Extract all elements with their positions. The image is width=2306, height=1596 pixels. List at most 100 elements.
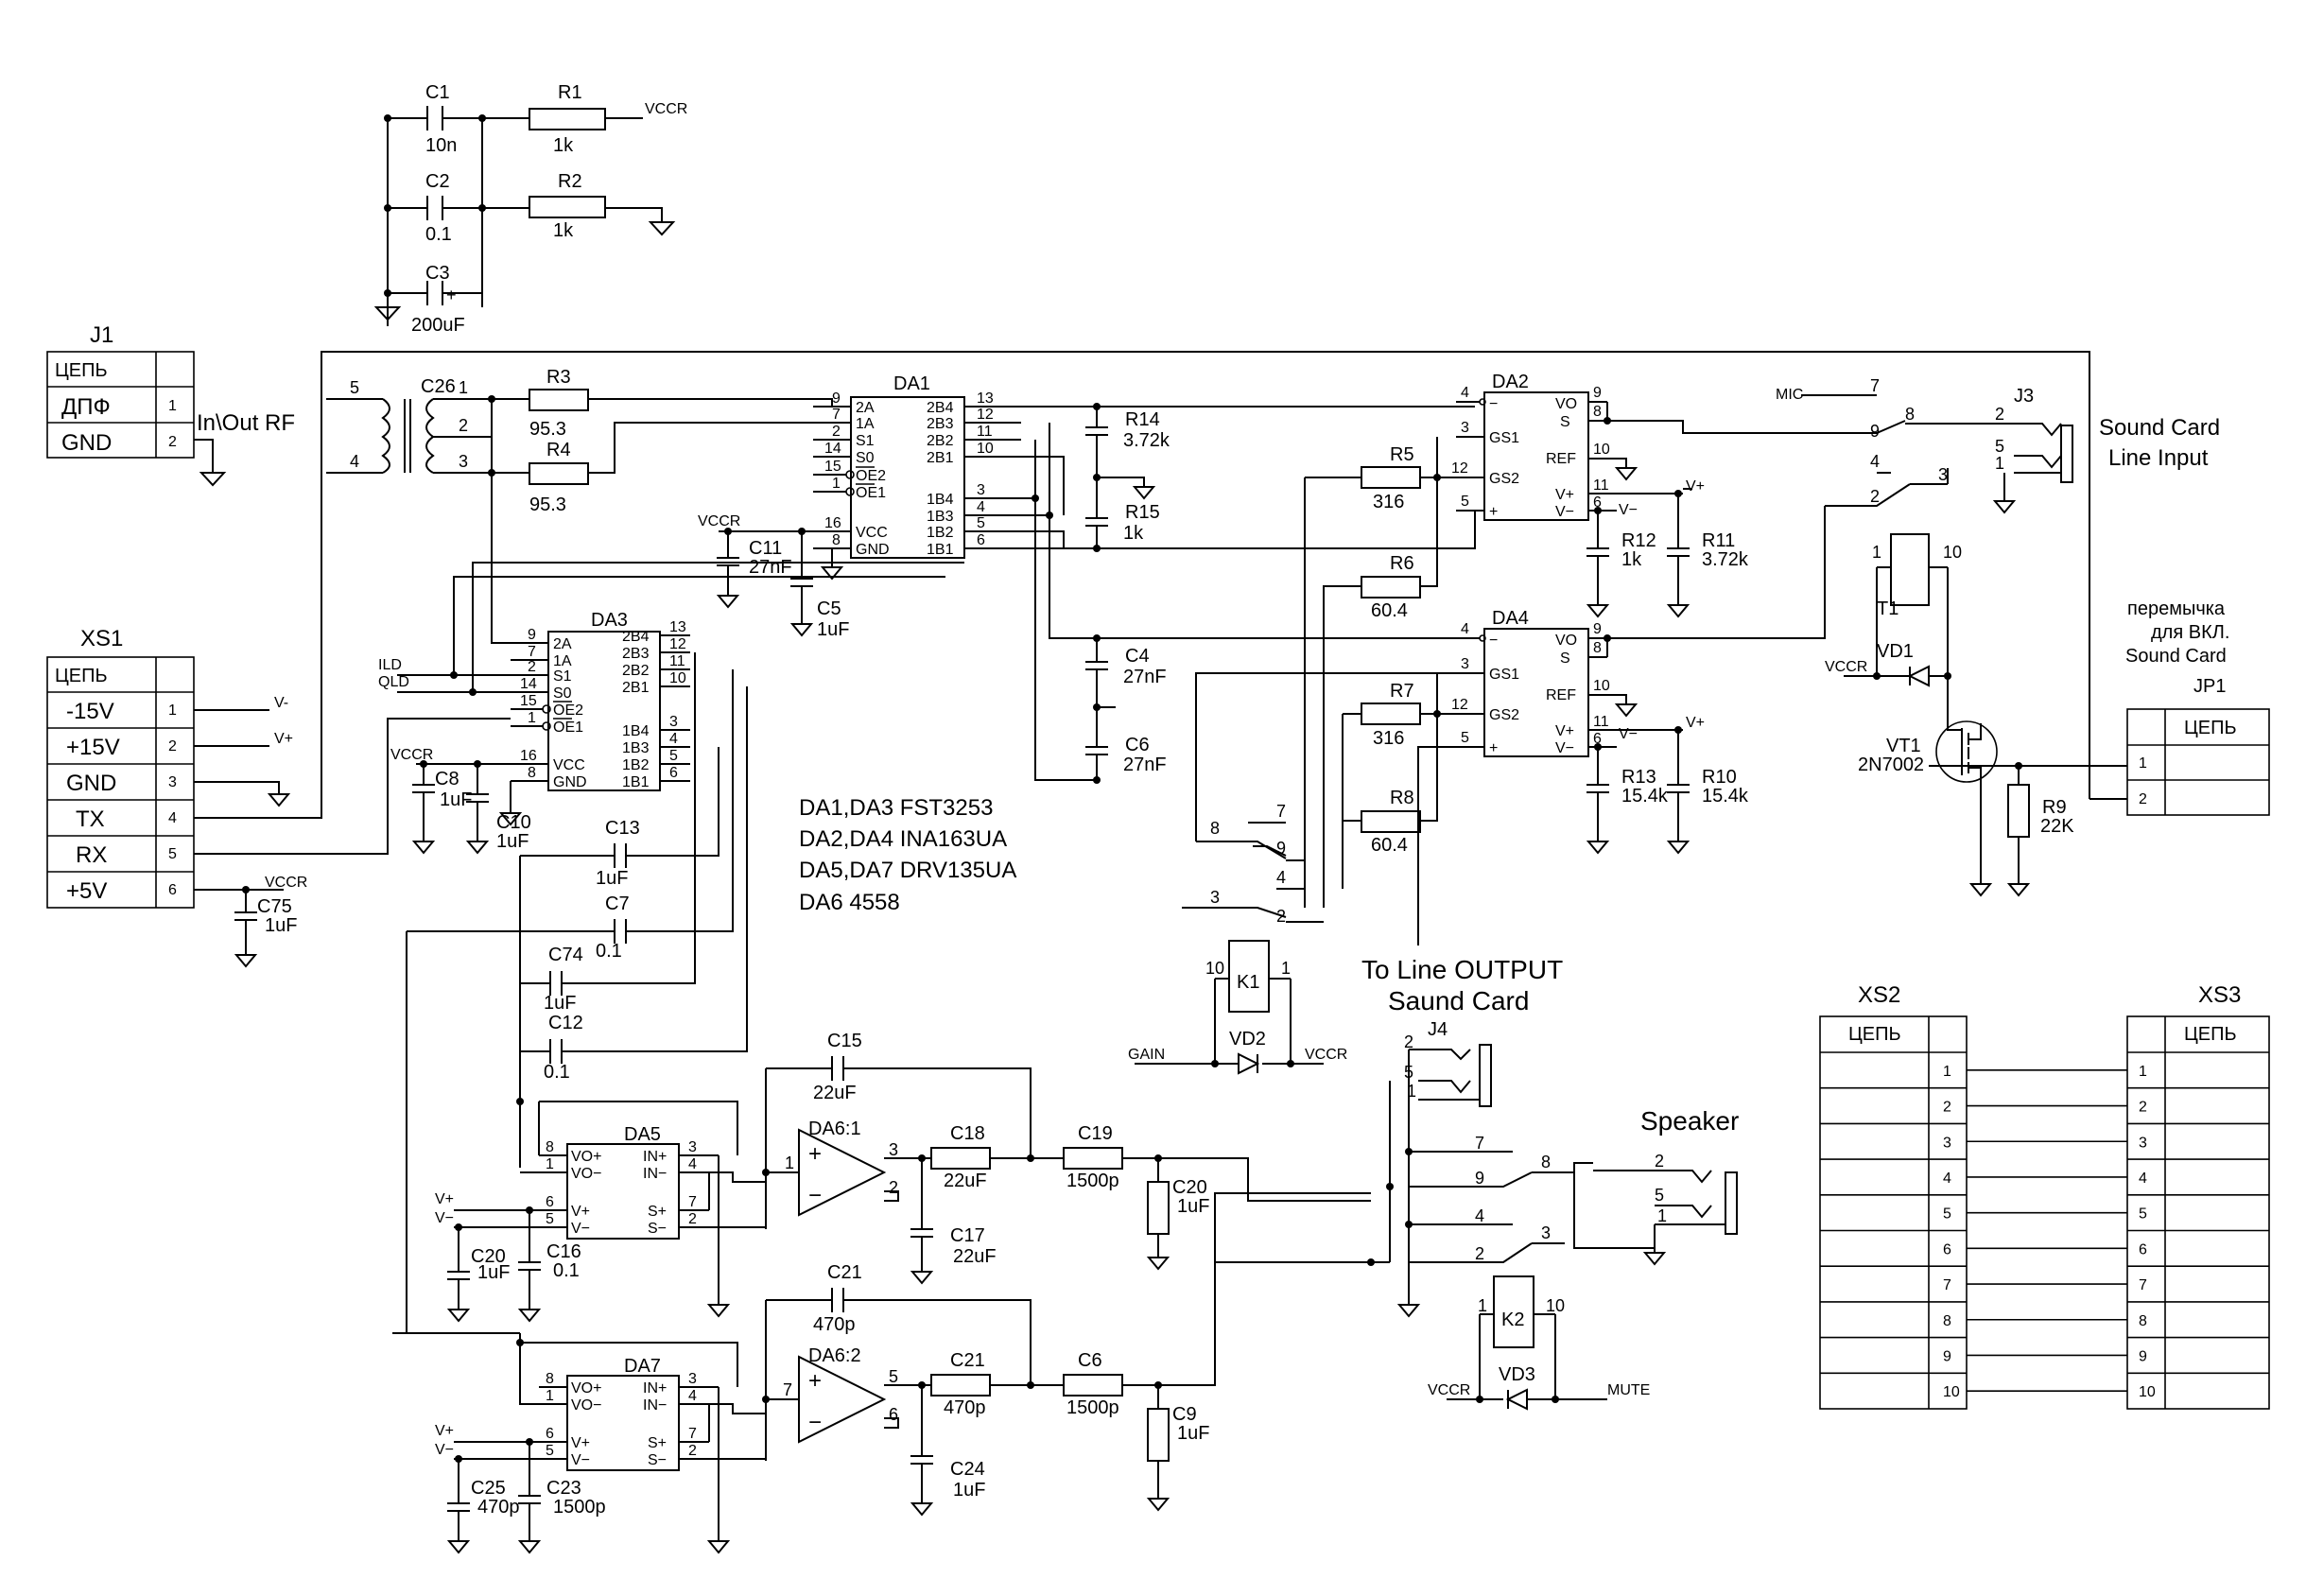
svg-text:3: 3	[688, 1139, 697, 1155]
svg-text:4: 4	[1461, 385, 1469, 401]
svg-text:2B1: 2B1	[622, 680, 650, 696]
c1-value: 10n	[425, 135, 457, 156]
svg-text:1: 1	[1657, 1206, 1667, 1225]
c13-value: 15.4k	[1621, 786, 1669, 807]
svg-text:OE2: OE2	[553, 703, 583, 719]
svg-text:V+: V+	[1686, 715, 1705, 731]
c4-value: 3.72k	[1123, 430, 1170, 451]
r10-label: C18	[950, 1123, 985, 1144]
c24-label: C23	[546, 1478, 581, 1499]
svg-text:+: +	[446, 286, 457, 304]
svg-text:2A: 2A	[553, 636, 572, 652]
xs1-row5: RX	[76, 842, 107, 868]
r10-value: 22uF	[944, 1171, 987, 1191]
svg-text:S1: S1	[553, 668, 572, 685]
svg-text:V−: V−	[571, 1221, 590, 1237]
svg-text:2: 2	[832, 424, 841, 440]
r14-label: C6	[1078, 1350, 1102, 1371]
legend-line-4: DA6 4558	[799, 890, 900, 915]
c23-value: 470p	[813, 1314, 856, 1335]
c6-label: R15	[1125, 502, 1160, 523]
j1-connector: J1 ЦЕПЬ ДПФ 1 GND 2 In\Out RF	[46, 322, 295, 487]
r6-value: 60.4	[1371, 600, 1408, 621]
jp1-connector: перемычка для ВКЛ. Sound Card JP1 ЦЕПЬ 1…	[321, 351, 2270, 816]
svg-text:10: 10	[977, 441, 994, 457]
c3-value: 200uF	[411, 315, 465, 336]
c25-label: C24	[950, 1459, 985, 1480]
legend-line-2: DA2,DA4 INA163UA	[799, 826, 1007, 852]
k3-label: K2	[1501, 1310, 1524, 1330]
svg-text:3: 3	[1210, 888, 1220, 907]
svg-text:V−: V−	[571, 1452, 590, 1468]
c1-label: C1	[425, 82, 450, 103]
svg-text:8: 8	[1210, 819, 1220, 838]
svg-text:4: 4	[688, 1156, 697, 1172]
j2-caption-2: Line Input	[2108, 445, 2209, 471]
r1-value: 1k	[553, 135, 574, 156]
jp1-ref: JP1	[2193, 676, 2226, 697]
k1-label: T1	[1877, 598, 1899, 619]
svg-text:8: 8	[1593, 404, 1602, 420]
j1-ref: J1	[90, 322, 113, 348]
svg-text:2B2: 2B2	[622, 663, 650, 679]
j1-row2-net: GND	[61, 430, 112, 456]
jp1-header: ЦЕПЬ	[2184, 718, 2237, 738]
svg-text:2: 2	[528, 659, 536, 675]
svg-text:7: 7	[1276, 802, 1286, 821]
svg-text:2: 2	[1995, 405, 2004, 424]
c19-label: C15	[827, 1031, 862, 1051]
xs2-pin: 9	[1943, 1348, 1951, 1364]
parts-legend: DA1,DA3 FST3253 DA2,DA4 INA163UA DA5,DA7…	[799, 795, 1016, 915]
j1-row1-pin: 1	[168, 398, 177, 414]
svg-text:2: 2	[1404, 1032, 1413, 1051]
j3-label: J4	[1428, 1019, 1448, 1040]
xs3-pin: 9	[2139, 1348, 2147, 1364]
xs3-pin: 4	[2139, 1171, 2147, 1187]
r12-label: C20	[1172, 1177, 1207, 1198]
svg-text:13: 13	[669, 619, 686, 635]
j2-label: J3	[2014, 386, 2034, 407]
da6-1-ref: DA6:1	[808, 1119, 861, 1139]
svg-text:V−: V−	[1619, 726, 1638, 742]
da3-ref: DA3	[591, 610, 628, 631]
svg-text:MUTE: MUTE	[1607, 1382, 1650, 1398]
svg-text:1: 1	[546, 1156, 554, 1172]
svg-text:S: S	[1560, 414, 1570, 430]
svg-text:5: 5	[546, 1211, 554, 1227]
svg-text:IN−: IN−	[643, 1397, 667, 1414]
svg-text:6: 6	[889, 1405, 898, 1424]
svg-text:9: 9	[1870, 422, 1880, 441]
r12-value: 1uF	[1177, 1196, 1209, 1217]
svg-text:7: 7	[783, 1380, 792, 1399]
r9-value: 22K	[2040, 816, 2074, 837]
xs3-pin: 7	[2139, 1277, 2147, 1293]
svg-text:S: S	[1560, 651, 1570, 667]
svg-text:7: 7	[688, 1426, 697, 1442]
xs1-row2: +15V	[66, 735, 120, 760]
svg-text:15: 15	[520, 693, 537, 709]
svg-text:12: 12	[669, 636, 686, 652]
r14-value: 1500p	[1066, 1397, 1119, 1418]
xs3-pin: 2	[2139, 1100, 2147, 1116]
svg-text:3: 3	[1461, 420, 1469, 436]
svg-text:V−: V−	[435, 1442, 454, 1458]
svg-text:7: 7	[1475, 1134, 1484, 1153]
svg-text:1: 1	[785, 1154, 794, 1172]
svg-text:5: 5	[350, 378, 359, 397]
svg-text:9: 9	[832, 390, 841, 407]
svg-text:4: 4	[688, 1388, 697, 1404]
c21-label: C17	[950, 1225, 985, 1246]
r11-value: 1500p	[1066, 1171, 1119, 1191]
coupling-caps: C13 1uF C7 0.1 C74 1uF C12 0.1	[406, 652, 748, 1333]
c9-value: 27nF	[1123, 667, 1167, 687]
r7-value: 316	[1373, 728, 1404, 749]
svg-text:9: 9	[1475, 1169, 1484, 1188]
svg-text:GND: GND	[553, 774, 587, 790]
svg-text:4: 4	[168, 810, 177, 826]
xs3-pin: 6	[2139, 1241, 2147, 1258]
svg-text:7: 7	[1870, 376, 1880, 395]
svg-text:V−: V−	[1555, 740, 1574, 756]
